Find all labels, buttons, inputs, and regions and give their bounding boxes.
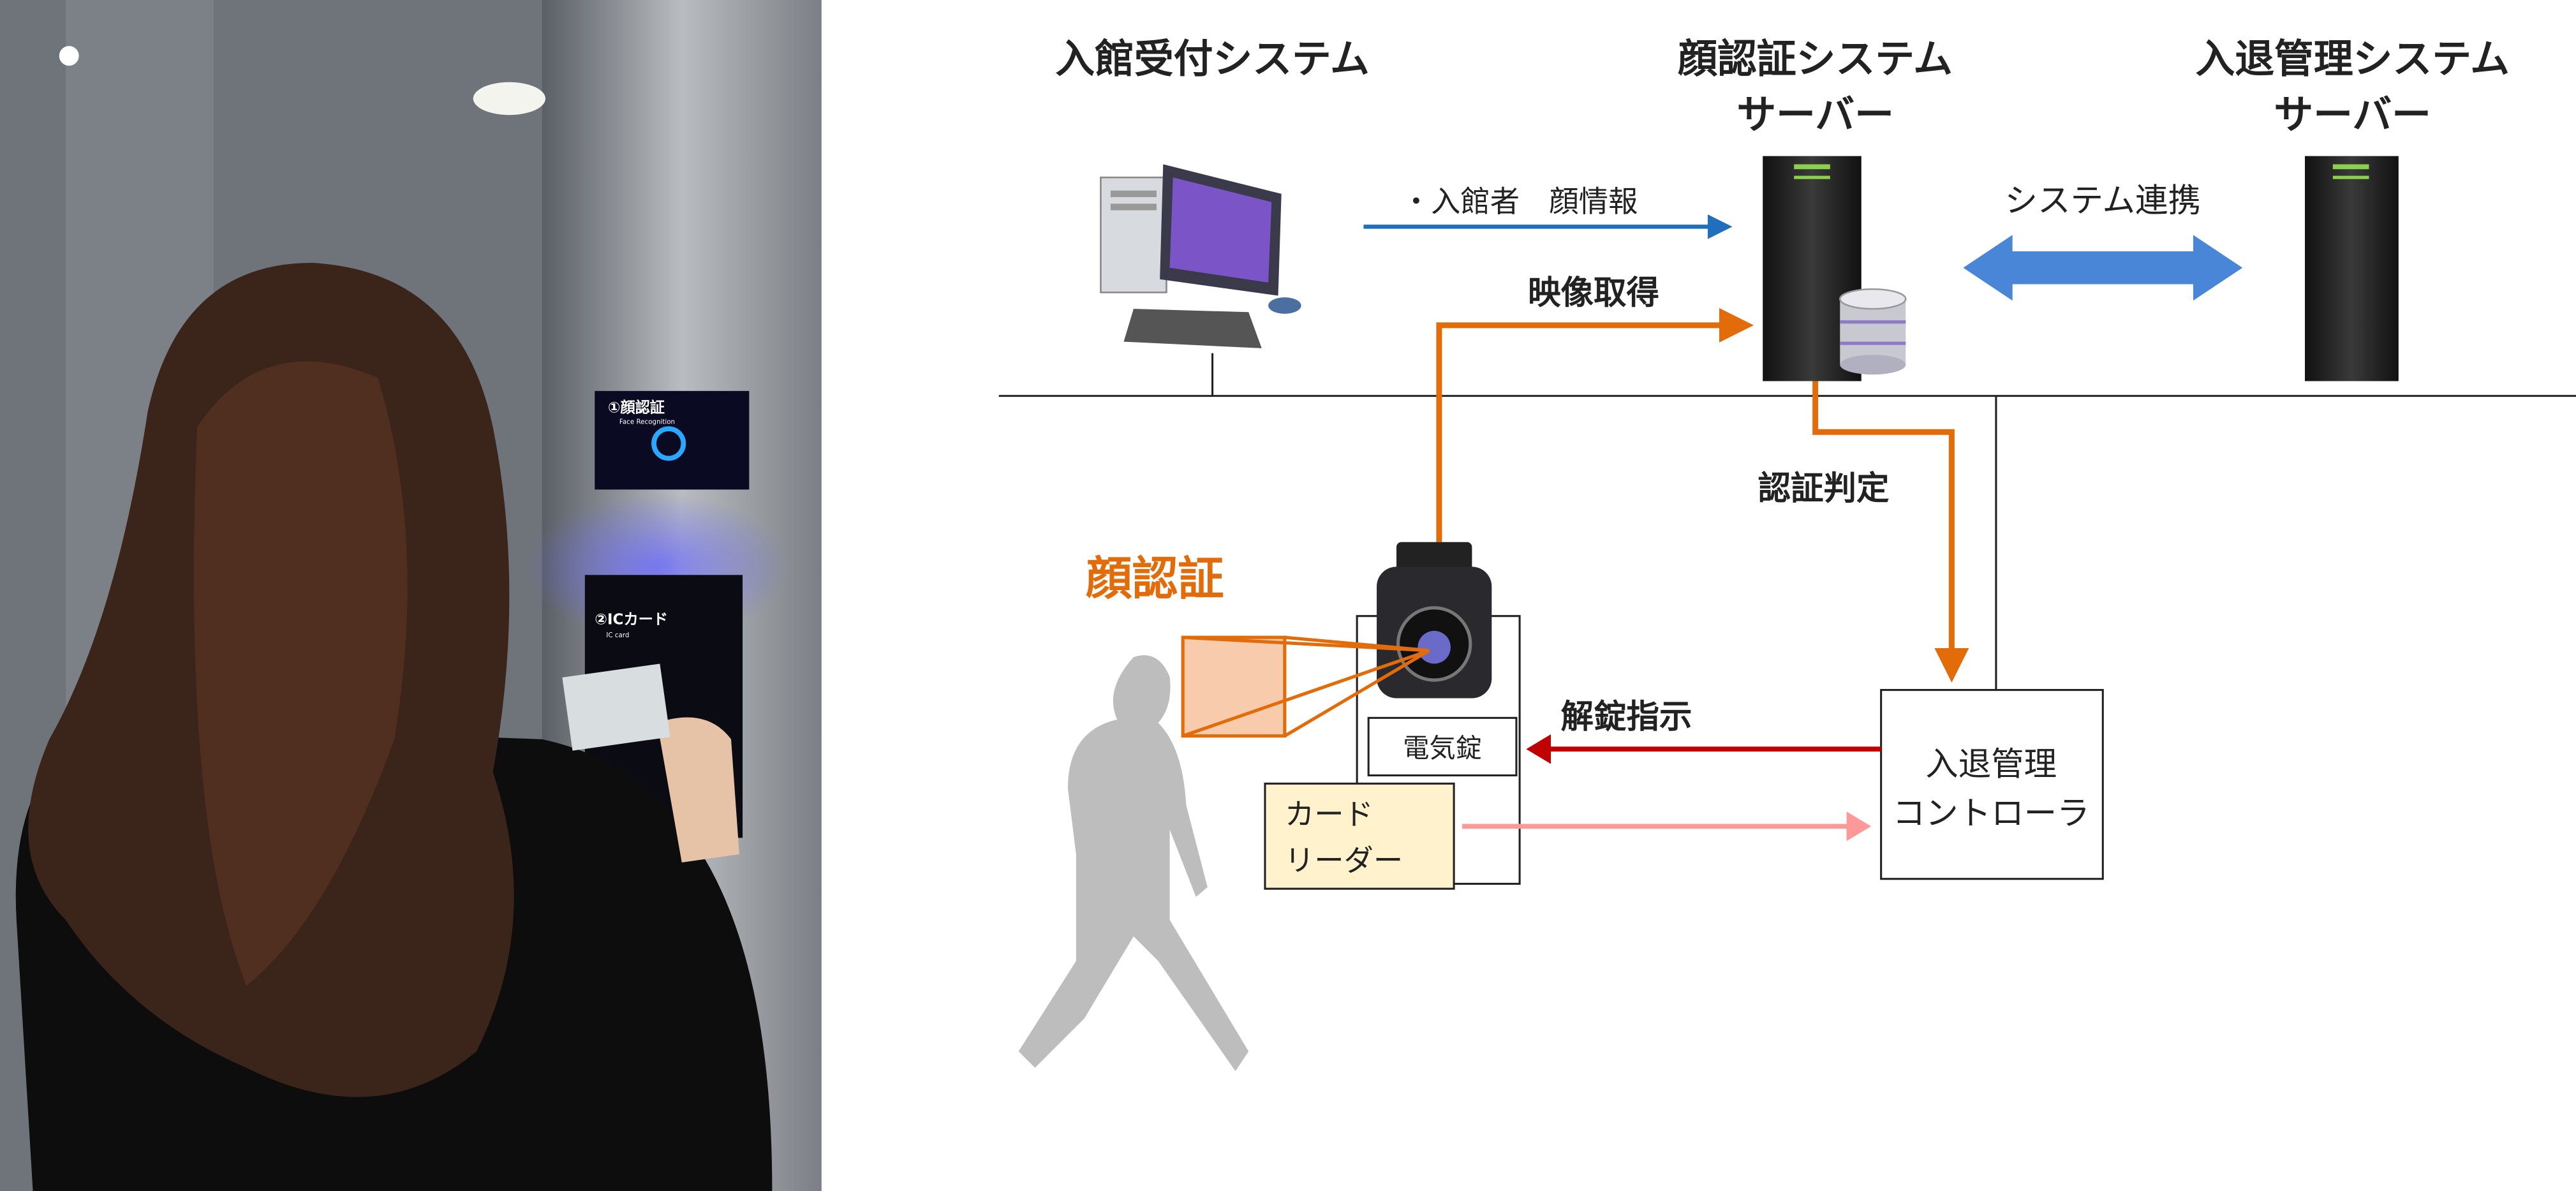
access-server-label-2: サーバー [2274,92,2431,138]
face-auth-server-icon [1763,156,1907,381]
face-detection-area [1181,635,1430,738]
access-control-server-icon [2305,156,2399,381]
face-recognition-panel: ①顔認証 Face Recognition [595,390,750,490]
auth-judgement-label: 認証判定 [1758,470,1889,508]
system-link-arrow [1963,235,2243,301]
system-diagram: 入館受付システム 顔認証システム サーバー 入退管理システム サーバー ・入館者… [998,36,2576,1072]
unlock-instruction-label: 解錠指示 [1560,698,1692,736]
card-reader-box [1264,782,1455,890]
access-controller-box [1880,689,2104,880]
woman-figure [15,263,773,1191]
pc-icon [1100,164,1301,348]
controller-label-1: 入退管理 [1925,745,2057,783]
panel-card-title: ②ICカード [595,611,668,628]
card-reader-label-2: リーダー [1285,843,1403,878]
walking-person-icon [1018,655,1249,1072]
controller-label-2: コントローラ [1893,795,2090,833]
face-auth-label: 顔認証 [1086,552,1224,606]
face-server-label-2: サーバー [1736,92,1894,138]
auth-judgement-arrow [1812,381,1969,683]
video-capture-arrow [1436,307,1754,542]
reception-system-label: 入館受付システム [1055,36,1370,82]
panel-card-subtitle: IC card [606,632,629,639]
access-server-label-1: 入退管理システム [2195,36,2510,82]
entrance-photo: ①顔認証 Face Recognition ②ICカード IC card [0,0,822,1191]
face-sensor-ring-icon [651,426,686,461]
database-icon [1839,288,1907,375]
video-capture-label: 映像取得 [1528,274,1659,312]
panel-face-title: ①顔認証 [608,399,665,416]
visitor-face-info-label: ・入館者 顔情報 [1402,184,1638,219]
panel-face-subtitle: Face Recognition [619,418,675,425]
system-link-label: システム連携 [2005,182,2201,220]
electric-lock-box [1367,716,1518,777]
camera-icon [1377,542,1492,699]
face-server-label-1: 顔認証システム [1678,36,1953,82]
electric-lock-label: 電気錠 [1403,733,1482,764]
id-badge [562,663,670,751]
card-reader-label-1: カード [1285,797,1373,832]
